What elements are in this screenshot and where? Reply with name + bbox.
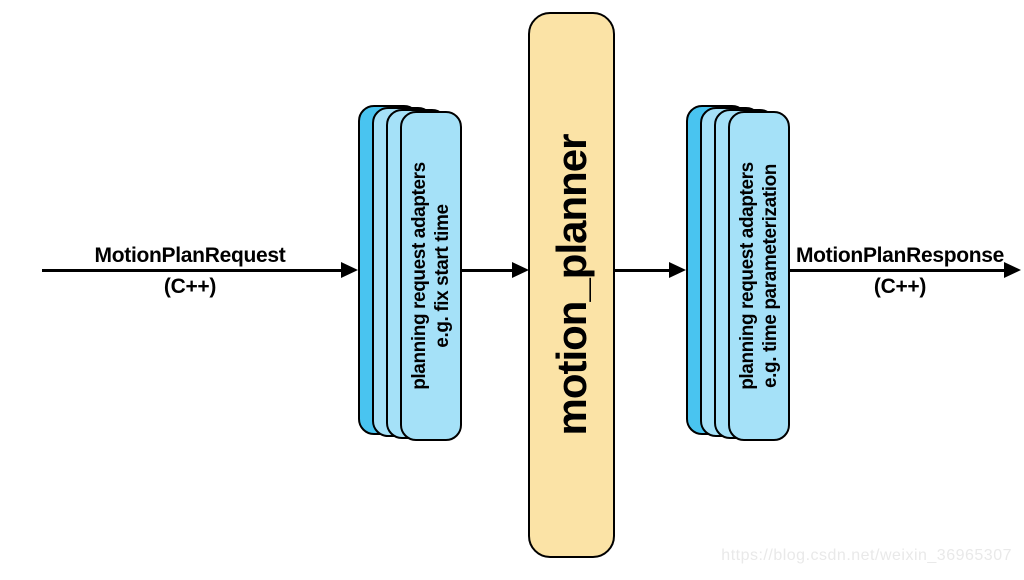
post-adapter-card: planning request adapters e.g. time para… [728,111,790,441]
input-arrow-head-icon [341,262,358,278]
planner-block: motion_planner [528,12,615,558]
pre-adapter-card: planning request adapters e.g. fix start… [400,111,462,441]
output-arrow-label: MotionPlanResponse (C++) [785,244,1015,299]
pre-to-planner-arrow-head-icon [512,262,529,278]
input-arrow-label: MotionPlanRequest (C++) [75,244,305,299]
post-adapter-label-line2: e.g. time parameterization [760,163,781,389]
output-arrow-head-icon [1004,262,1021,278]
input-message-type: MotionPlanRequest [94,244,286,267]
output-language-note: (C++) [873,275,927,298]
input-language-note: (C++) [163,275,217,298]
output-arrow-line [790,269,1006,272]
pre-to-planner-arrow-line [462,269,514,272]
post-adapter-label: planning request adapters e.g. time para… [736,162,782,390]
pre-adapter-label: planning request adapters e.g. fix start… [408,162,454,390]
post-adapter-label-line1: planning request adapters [737,162,758,390]
watermark: https://blog.csdn.net/weixin_36965307 [721,547,1012,564]
planner-to-post-arrow-head-icon [669,262,686,278]
pre-adapter-label-line1: planning request adapters [409,162,430,390]
planner-label: motion_planner [547,134,595,436]
output-message-type: MotionPlanResponse [795,244,1005,267]
pre-adapter-label-line2: e.g. fix start time [432,204,453,348]
planner-to-post-arrow-line [615,269,671,272]
input-arrow-line [42,269,343,272]
